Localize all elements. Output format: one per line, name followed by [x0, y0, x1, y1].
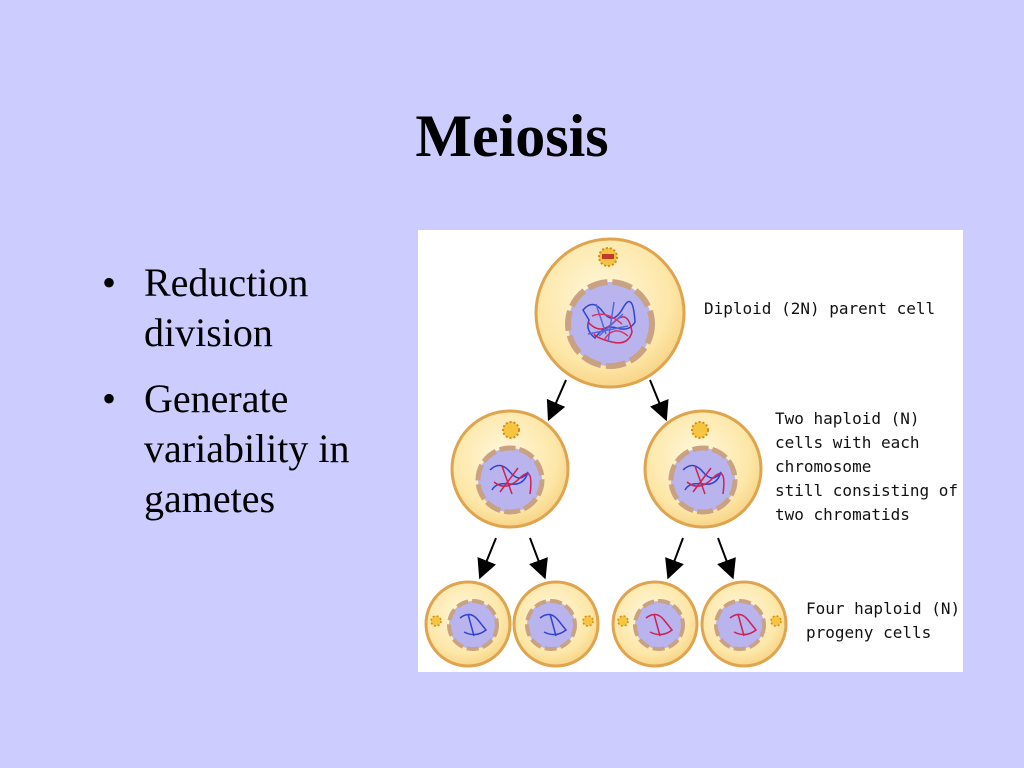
centrosome-icon: [617, 615, 629, 627]
daughter-cell-left: [450, 409, 570, 529]
arrows: [477, 379, 736, 580]
centrosome-icon: [691, 421, 709, 439]
centrosome-icon: [582, 615, 594, 627]
progeny-cell-3: [611, 580, 699, 668]
bullet-text: Generate: [144, 376, 289, 421]
bullet-text: gametes: [144, 476, 276, 521]
daughter-cells-label-line: chromosome: [775, 457, 871, 476]
daughter-cells-label-line: still consisting of: [775, 481, 958, 500]
arrow-icon: [717, 537, 736, 580]
arrow-icon: [649, 379, 669, 422]
bullet-icon: •: [102, 376, 117, 421]
arrow-icon: [477, 537, 497, 580]
bullet-text: Reduction: [144, 260, 309, 305]
bullet-text: variability in: [144, 426, 350, 471]
progeny-cell-4: [700, 580, 788, 668]
parent-cell-label: Diploid (2N) parent cell: [704, 299, 935, 318]
centrosome-icon: [598, 247, 618, 267]
arrow-icon: [546, 379, 567, 422]
bullet-item: • Generate variability in gametes: [100, 374, 400, 524]
meiosis-diagram: Diploid (2N) parent cell Two haploid (N)…: [418, 230, 963, 672]
daughter-cell-right: [643, 409, 763, 529]
bullet-icon: •: [102, 260, 117, 305]
bullet-list: • Reduction division • Generate variabil…: [100, 258, 400, 540]
progeny-cell-1: [424, 580, 512, 668]
centrosome-icon: [430, 615, 442, 627]
chromosomes: [582, 300, 636, 344]
parent-cell: [534, 237, 686, 389]
progeny-cell-2: [512, 580, 600, 668]
progeny-cells-label-line: Four haploid (N): [806, 599, 960, 618]
daughter-cells-label-line: two chromatids: [775, 505, 910, 524]
centrosome-icon: [770, 615, 782, 627]
daughter-cells-label-line: cells with each: [775, 433, 920, 452]
slide-title: Meiosis: [415, 103, 609, 169]
daughter-cells-label-line: Two haploid (N): [775, 409, 920, 428]
arrow-icon: [665, 537, 684, 580]
progeny-cells-label-line: progeny cells: [806, 623, 931, 642]
bullet-item: • Reduction division: [100, 258, 400, 358]
centrosome-icon: [502, 421, 520, 439]
bullet-text: division: [144, 310, 273, 355]
arrow-icon: [529, 537, 548, 580]
